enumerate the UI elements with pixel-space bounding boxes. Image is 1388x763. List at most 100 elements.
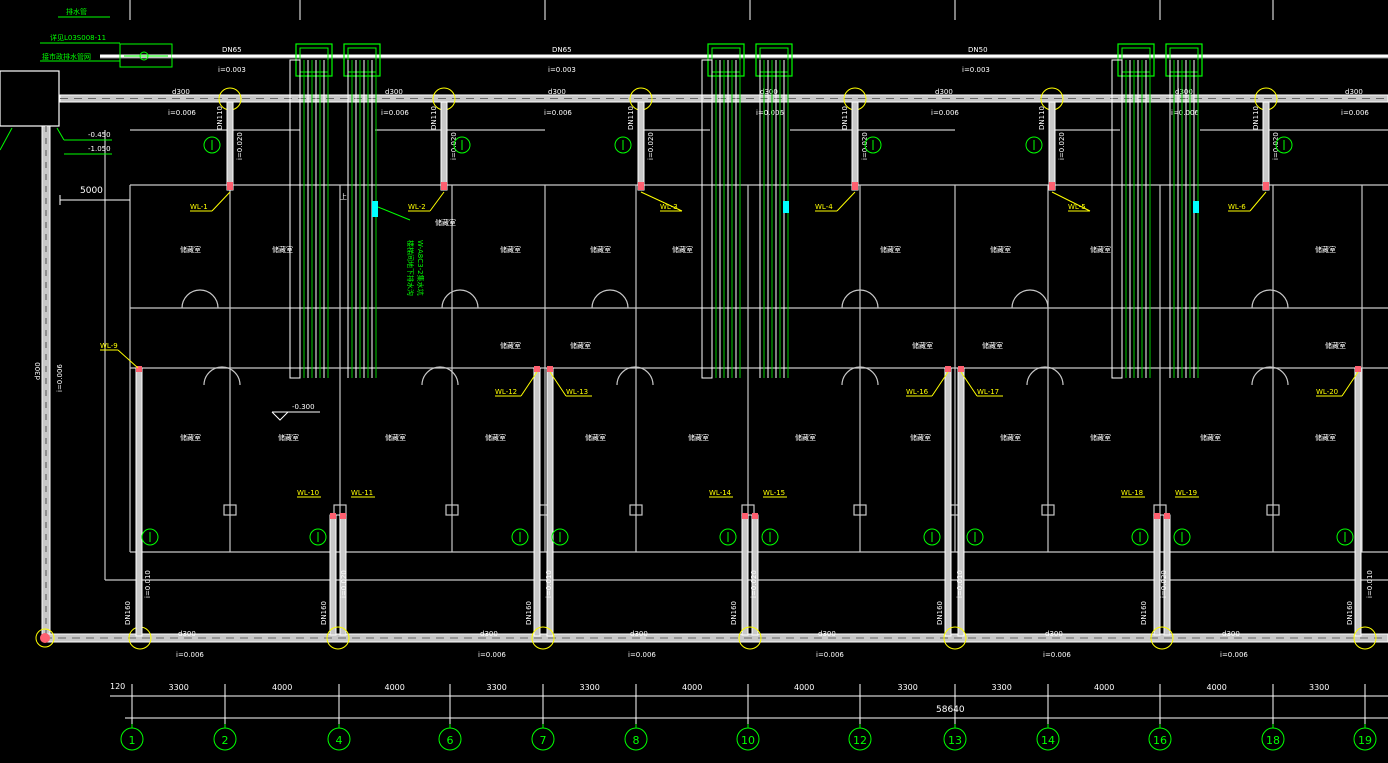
pair-top-WL-18: [1154, 513, 1160, 519]
bottom-pipe-i-0: i=0.006: [176, 651, 204, 659]
section-marker-bottom-3[interactable]: [551, 528, 569, 546]
door-arc-11: [1251, 366, 1271, 386]
valve-box-0-0[interactable]: [295, 43, 333, 77]
wl-leader-diag-2: [640, 191, 683, 212]
section-marker-bottom-2[interactable]: [511, 528, 529, 546]
axis-bubble-7[interactable]: [531, 727, 555, 751]
axis-bubble-16[interactable]: [1148, 727, 1172, 751]
section-marker-bottom-5[interactable]: [761, 528, 779, 546]
valve-box-2-1[interactable]: [1165, 43, 1203, 77]
section-marker-top-0[interactable]: [203, 136, 221, 154]
top-boundary-ticks: [129, 0, 1274, 20]
label-slope-top-a: i=0.003: [218, 66, 246, 74]
axis-bubble-2[interactable]: [213, 727, 237, 751]
label-dn65-a: DN65: [222, 46, 242, 54]
section-marker-top-1[interactable]: [453, 136, 471, 154]
room-label-5: 储藏室: [880, 245, 901, 254]
riser-leader-diag-WL-16: [931, 371, 949, 397]
door-arc-6: [203, 366, 223, 386]
riser-leader-diag-WL-12: [520, 371, 538, 397]
door-arc-b-10: [1044, 366, 1064, 386]
room-label-2: 储藏室: [500, 245, 521, 254]
stair-note-2: W-A8C3-2集水坑: [416, 240, 425, 296]
label-dn50: DN50: [968, 46, 988, 54]
riser-wl-9[interactable]: WL-9: [100, 342, 139, 369]
door-arc-b-9: [859, 366, 879, 386]
manhole-bottom-5[interactable]: [1150, 626, 1174, 650]
axis-bubble-14[interactable]: [1036, 727, 1060, 751]
axis-bubble-1[interactable]: [120, 727, 144, 751]
axis-bubble-19[interactable]: [1353, 727, 1377, 751]
branch-i-top-2: i=0.020: [647, 132, 655, 160]
axis-bubble-18[interactable]: [1261, 727, 1285, 751]
axis-label-10: 10: [741, 734, 755, 747]
vertical-pipe-i: i=0.006: [56, 364, 64, 392]
wl-leader-diag-5: [1249, 191, 1267, 212]
riser-top-WL-12: [534, 366, 540, 372]
manhole-bottom-6[interactable]: [1353, 626, 1377, 650]
axis-bubble-12[interactable]: [848, 727, 872, 751]
manhole-bottom-1[interactable]: [326, 626, 350, 650]
outlet-manhole[interactable]: [35, 628, 55, 648]
axis-bubble-4[interactable]: [327, 727, 351, 751]
axis-bubble-13[interactable]: [943, 727, 967, 751]
section-marker-bottom-0[interactable]: [141, 528, 159, 546]
inspection-well-box[interactable]: [0, 70, 60, 127]
manhole-bottom-2[interactable]: [531, 626, 555, 650]
dim-segment-0: 3300: [169, 683, 189, 692]
door-arc-b-8: [634, 366, 654, 386]
door-arc-1: [441, 289, 461, 309]
axis-bubble-8[interactable]: [624, 727, 648, 751]
riser-top-wl-9: [136, 366, 142, 372]
label-wl-9: WL-9: [100, 342, 118, 350]
section-marker-bottom-8[interactable]: [1131, 528, 1149, 546]
axis-bubble-10[interactable]: [736, 727, 760, 751]
valve-box-1-1[interactable]: [755, 43, 793, 77]
wl-label-WL-14: WL-14: [709, 489, 732, 497]
section-marker-top-5[interactable]: [1275, 136, 1293, 154]
top-pipe-i-3: i=0.006: [756, 109, 784, 117]
wl-label-WL-12: WL-12: [495, 388, 517, 396]
riser-leader-diag-WL-17: [960, 371, 978, 397]
wl-label-WL-16: WL-16: [906, 388, 929, 396]
valve-box-0-1[interactable]: [343, 43, 381, 77]
axis-label-14: 14: [1041, 734, 1055, 747]
door-arc-b-1: [459, 289, 479, 309]
wl-label-top-0: WL-1: [190, 203, 208, 211]
manhole-bottom-4[interactable]: [943, 626, 967, 650]
riser-pipe-wl-9: [135, 367, 143, 637]
top-pipe-i-0: i=0.006: [168, 109, 196, 117]
dim-segment-8: 3300: [992, 683, 1012, 692]
pair-top-WL-11: [340, 513, 346, 519]
valve-box-1-0[interactable]: [707, 43, 745, 77]
valve-box-2-0[interactable]: [1117, 43, 1155, 77]
section-marker-top-3[interactable]: [864, 136, 882, 154]
section-marker-bottom-10[interactable]: [1336, 528, 1354, 546]
branch-pipe-top-2: [637, 101, 645, 191]
door-arc-9: [841, 366, 861, 386]
axis-bubble-6[interactable]: [438, 727, 462, 751]
section-marker-bottom-6[interactable]: [923, 528, 941, 546]
axis-label-2: 2: [222, 734, 229, 747]
dim-segment-4: 3300: [580, 683, 600, 692]
room-label-4: 储藏室: [672, 245, 693, 254]
door-arc-b-3: [859, 289, 879, 309]
room-label-14: 储藏室: [1325, 341, 1346, 350]
room-label-24: 储藏室: [1090, 433, 1111, 442]
top-pipe-d-3: d300: [760, 88, 778, 96]
section-marker-bottom-1[interactable]: [309, 528, 327, 546]
axis-label-18: 18: [1266, 734, 1280, 747]
room-label-13: 储藏室: [982, 341, 1003, 350]
section-marker-top-4[interactable]: [1025, 136, 1043, 154]
section-marker-bottom-4[interactable]: [719, 528, 737, 546]
top-pipe-i-1: i=0.006: [381, 109, 409, 117]
section-marker-bottom-7[interactable]: [966, 528, 984, 546]
section-marker-bottom-9[interactable]: [1173, 528, 1191, 546]
axis-label-13: 13: [948, 734, 962, 747]
bottom-pipe-d-0: d300: [178, 630, 196, 638]
manhole-bottom-3[interactable]: [738, 626, 762, 650]
section-marker-top-2[interactable]: [614, 136, 632, 154]
annotation-municipal: 接市政排水管网: [42, 52, 91, 61]
main-pipe-labels: d300i=0.006d300i=0.006d300i=0.006d300i=0…: [168, 88, 1369, 659]
